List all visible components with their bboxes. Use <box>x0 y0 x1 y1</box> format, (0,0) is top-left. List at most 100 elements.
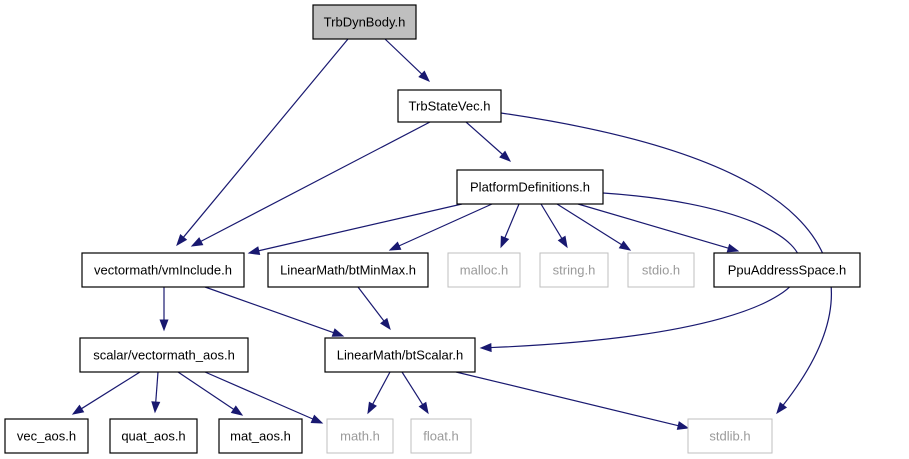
edge-trbdynbody-to-trbstatevec <box>384 38 431 82</box>
arrowhead <box>776 401 788 415</box>
node-trbstatevec[interactable]: TrbStateVec.h <box>397 89 502 123</box>
node-label: LinearMath/btMinMax.h <box>280 263 416 278</box>
node-box <box>109 418 198 454</box>
node-box <box>627 252 695 288</box>
arrowhead <box>190 237 204 247</box>
edges-layer <box>71 38 832 430</box>
node-box <box>456 169 604 205</box>
node-string: string.h <box>539 252 609 288</box>
node-ppuaddressspace[interactable]: PpuAddressSpace.h <box>713 252 861 288</box>
edge-vectormath_aos-to-mat_aos <box>177 371 244 416</box>
edge-line <box>155 371 159 403</box>
edge-vectormath_aos-to-quat_aos <box>151 371 161 414</box>
node-btminmax[interactable]: LinearMath/btMinMax.h <box>267 252 429 288</box>
arrowhead <box>557 235 568 249</box>
arrowhead <box>331 328 345 337</box>
node-vmInclude[interactable]: vectormath/vmInclude.h <box>81 252 245 288</box>
nodes-layer: TrbDynBody.hTrbStateVec.hPlatformDefinit… <box>4 4 861 454</box>
edge-line <box>177 371 235 410</box>
arrowhead <box>479 343 492 353</box>
node-box <box>267 252 429 288</box>
arrowhead <box>618 240 632 251</box>
node-trbdynbody[interactable]: TrbDynBody.h <box>312 4 417 40</box>
edge-line <box>200 121 431 242</box>
node-malloc: malloc.h <box>447 252 521 288</box>
node-quat_aos[interactable]: quat_aos.h <box>109 418 198 454</box>
node-label: string.h <box>553 263 596 278</box>
arrowhead <box>388 241 402 251</box>
edge-line <box>500 112 832 406</box>
node-float: float.h <box>410 418 472 454</box>
edge-line <box>556 203 622 246</box>
node-box <box>324 337 476 373</box>
node-stdio: stdio.h <box>627 252 695 288</box>
node-box <box>687 418 773 454</box>
node-vectormath_aos[interactable]: scalar/vectormath_aos.h <box>79 337 249 373</box>
node-label: LinearMath/btScalar.h <box>337 348 463 363</box>
node-box <box>410 418 472 454</box>
node-label: PlatformDefinitions.h <box>470 180 590 195</box>
edge-trbstatevec-to-vmInclude <box>190 121 431 247</box>
arrowhead <box>159 319 169 332</box>
edge-line <box>357 286 385 322</box>
node-label: math.h <box>340 429 380 444</box>
edge-line <box>540 203 563 239</box>
node-math: math.h <box>326 418 394 454</box>
node-box <box>218 418 303 454</box>
edge-btscalar-to-float <box>401 371 429 415</box>
node-box <box>81 252 245 288</box>
edge-line <box>204 371 314 420</box>
node-mat_aos[interactable]: mat_aos.h <box>218 418 303 454</box>
edge-platformdefinitions-to-string <box>540 203 568 249</box>
node-stdlib: stdlib.h <box>687 418 773 454</box>
arrowhead <box>500 235 510 249</box>
edge-line <box>384 38 423 75</box>
edge-platformdefinitions-to-stdio <box>556 203 632 251</box>
node-label: TrbStateVec.h <box>409 99 491 114</box>
edge-line <box>401 371 424 405</box>
edge-trbstatevec-to-stdlib <box>500 112 832 415</box>
edge-vmInclude-to-vectormath_aos <box>159 287 169 332</box>
node-label: scalar/vectormath_aos.h <box>93 348 235 363</box>
edge-btscalar-to-math <box>367 371 391 415</box>
edge-line <box>81 371 141 410</box>
edge-trbdynbody-to-vmInclude <box>176 38 349 247</box>
edge-line <box>258 203 463 252</box>
edge-platformdefinitions-to-vmInclude <box>247 203 463 256</box>
node-label: stdlib.h <box>709 429 750 444</box>
edge-btminmax-to-btscalar <box>357 286 391 331</box>
edge-line <box>372 371 391 405</box>
arrowhead <box>247 246 261 256</box>
node-btscalar[interactable]: LinearMath/btScalar.h <box>324 337 476 373</box>
edge-trbstatevec-to-platformdefinitions <box>465 121 512 162</box>
edge-btscalar-to-stdlib <box>455 371 690 430</box>
node-label: vec_aos.h <box>17 429 76 444</box>
arrowhead <box>726 243 740 253</box>
edge-platformdefinitions-to-ppuaddressspace <box>577 203 740 253</box>
node-vec_aos[interactable]: vec_aos.h <box>4 418 89 454</box>
node-label: TrbDynBody.h <box>324 15 406 30</box>
node-label: stdio.h <box>642 263 680 278</box>
node-box <box>4 418 89 454</box>
node-box <box>326 418 394 454</box>
node-platformdefinitions[interactable]: PlatformDefinitions.h <box>456 169 604 205</box>
arrowhead <box>71 404 85 415</box>
node-label: quat_aos.h <box>121 429 185 444</box>
arrowhead <box>676 421 690 430</box>
edge-line <box>204 286 334 334</box>
arrowhead <box>499 150 512 162</box>
edge-line <box>465 121 503 155</box>
node-box <box>713 252 861 288</box>
node-label: malloc.h <box>460 263 508 278</box>
arrowhead <box>176 234 188 247</box>
node-label: vectormath/vmInclude.h <box>94 263 232 278</box>
node-label: float.h <box>423 429 458 444</box>
edge-line <box>182 38 349 238</box>
node-box <box>312 4 417 40</box>
arrowhead <box>418 70 431 82</box>
edge-platformdefinitions-to-btminmax <box>388 203 493 251</box>
edge-line <box>577 203 729 249</box>
edge-vectormath_aos-to-math <box>204 371 324 424</box>
node-label: PpuAddressSpace.h <box>728 263 847 278</box>
